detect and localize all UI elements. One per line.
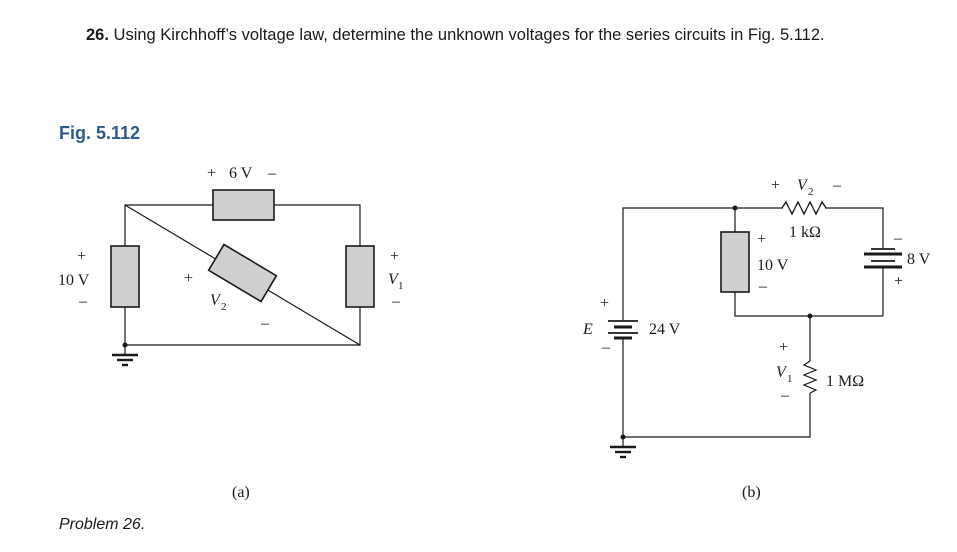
circuit-b-mid-plus: + xyxy=(757,231,766,248)
circuit-b-v2-var: V xyxy=(797,177,809,194)
circuit-b-r2-value: 1 MΩ xyxy=(826,373,864,390)
circuit-b-bottom-wire xyxy=(623,393,811,438)
circuit-a-left-minus: – xyxy=(78,293,88,310)
circuit-a-v1-var: V xyxy=(388,271,400,288)
circuit-a-diagonal-element xyxy=(207,243,278,303)
circuit-a-v1-minus: – xyxy=(391,293,401,310)
circuit-a-v1-plus: + xyxy=(390,248,399,265)
circuit-a-caption: (a) xyxy=(232,484,250,501)
circuit-b-v1-var: V xyxy=(776,364,788,381)
circuit-b-source-value: 24 V xyxy=(649,321,681,338)
circuit-a-left-plus: + xyxy=(77,248,86,265)
circuit-a-v2-sub: 2 xyxy=(221,301,227,313)
circuit-b-source-name: E xyxy=(582,321,593,338)
circuit-b-source-minus: – xyxy=(601,339,611,356)
circuit-b-ground-icon xyxy=(610,437,636,459)
circuit-b-source-battery-icon xyxy=(608,320,638,340)
circuit-a-ground-icon xyxy=(112,345,138,367)
circuit-a-v2-var: V xyxy=(210,292,222,309)
circuit-b: + V 2 – 1 kΩ + 10 V – – 8 V + + E – 24 V… xyxy=(582,177,931,501)
circuit-b-r1-value: 1 kΩ xyxy=(789,224,821,241)
circuit-a-v2-plus: + xyxy=(184,270,193,287)
circuit-b-batt-minus: – xyxy=(893,230,903,247)
circuit-a-v1-sub: 1 xyxy=(398,280,404,292)
circuit-a-left-value: 10 V xyxy=(58,272,90,289)
circuit-b-v1-plus: + xyxy=(779,339,788,356)
circuit-b-caption: (b) xyxy=(742,484,761,501)
circuit-a-v2-minus: – xyxy=(260,315,270,332)
circuit-a: + 6 V – + 10 V – + V 2 – + V 1 – (a) xyxy=(58,165,404,501)
circuit-a-right-element xyxy=(345,245,375,308)
circuit-a-top-minus: – xyxy=(267,165,277,182)
figure-footer: Problem 26. xyxy=(59,516,146,533)
circuit-a-top-value: 6 V xyxy=(229,165,253,182)
figure-label: Fig. 5.112 xyxy=(59,123,141,143)
circuit-b-v2-plus: + xyxy=(771,177,780,194)
circuit-b-v2-minus: – xyxy=(832,177,842,194)
circuit-b-mid-minus: – xyxy=(758,278,768,295)
circuit-b-resistor-1m-icon xyxy=(802,360,818,394)
problem-text: Using Kirchhoff’s voltage law, determine… xyxy=(113,26,825,44)
problem-statement: 26. Using Kirchhoff’s voltage law, deter… xyxy=(86,26,825,45)
circuit-b-batt-value: 8 V xyxy=(907,251,931,268)
circuit-b-v2-sub: 2 xyxy=(808,186,814,198)
circuit-b-8v-battery-icon xyxy=(864,248,902,269)
circuit-a-left-element xyxy=(110,245,140,308)
circuit-b-middle-wire xyxy=(734,292,883,317)
circuit-b-mid-value: 10 V xyxy=(757,257,789,274)
circuit-b-v1-minus: – xyxy=(780,387,790,404)
problem-number: 26. xyxy=(86,26,109,44)
circuit-b-node-dot-mid xyxy=(807,313,813,319)
circuit-b-source-plus: + xyxy=(600,295,609,312)
circuit-b-element xyxy=(720,231,750,293)
circuit-b-top-wire xyxy=(622,207,884,320)
circuit-b-v1-sub: 1 xyxy=(787,373,793,385)
circuit-a-top-plus: + xyxy=(207,165,216,182)
circuit-b-node-dot-top xyxy=(732,205,738,211)
circuit-a-top-element xyxy=(212,189,275,221)
circuit-b-batt-plus: + xyxy=(894,273,903,290)
